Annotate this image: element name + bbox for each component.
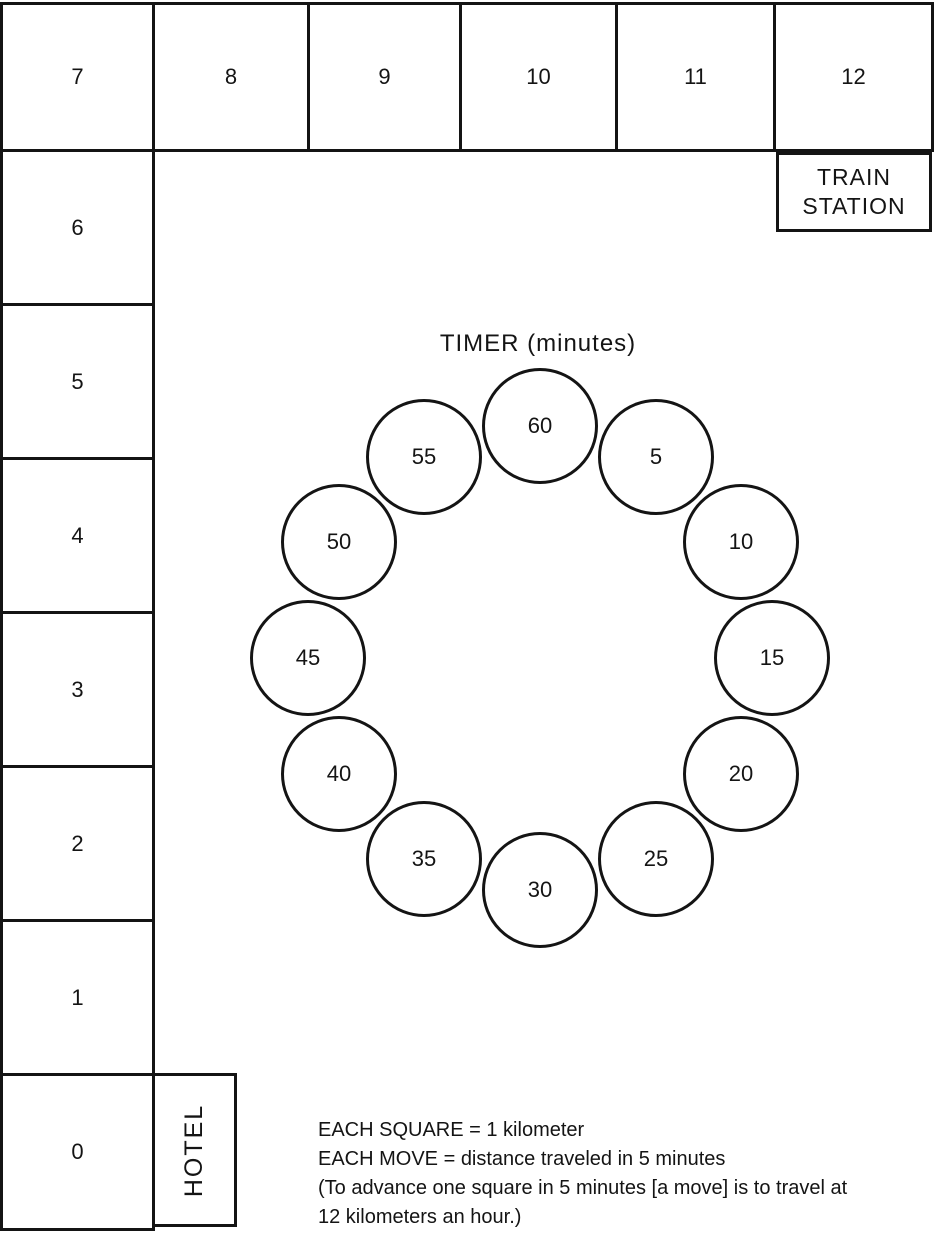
timer-circle-25: 25 (598, 801, 714, 917)
train-station-label-line2: STATION (802, 193, 906, 219)
hotel-label: HOTEL (180, 1103, 209, 1197)
legend-line-note-2: 12 kilometers an hour.) (318, 1206, 522, 1228)
track-square-11: 11 (615, 2, 776, 152)
track-square-5: 5 (0, 303, 155, 460)
legend-line-move: EACH MOVE = distance traveled in 5 minut… (318, 1148, 726, 1170)
timer-circle-10: 10 (683, 484, 799, 600)
track-square-10: 10 (459, 2, 618, 152)
track-square-6: 6 (0, 149, 155, 306)
legend-line-note-1: (To advance one square in 5 minutes [a m… (318, 1177, 848, 1199)
train-station-box: TRAIN STATION (776, 152, 932, 232)
track-square-1: 1 (0, 919, 155, 1076)
legend-line-square: EACH SQUARE = 1 kilometer (318, 1119, 585, 1141)
timer-circle-50: 50 (281, 484, 397, 600)
hotel-box: HOTEL (152, 1073, 237, 1227)
timer-circle-60: 60 (482, 368, 598, 484)
timer-circle-35: 35 (366, 801, 482, 917)
track-square-8: 8 (152, 2, 310, 152)
track-square-9: 9 (307, 2, 462, 152)
timer-circle-20: 20 (683, 716, 799, 832)
track-square-7: 7 (0, 2, 155, 152)
track-square-0: 0 (0, 1073, 155, 1231)
timer-circle-45: 45 (250, 600, 366, 716)
timer-circle-15: 15 (714, 600, 830, 716)
timer-circle-5: 5 (598, 399, 714, 515)
legend-block: EACH SQUARE = 1 kilometer EACH MOVE = di… (318, 1116, 918, 1232)
track-square-4: 4 (0, 457, 155, 614)
timer-title: TIMER (minutes) (439, 330, 637, 357)
timer-circle-55: 55 (366, 399, 482, 515)
track-square-2: 2 (0, 765, 155, 922)
train-station-label-line1: TRAIN (817, 164, 891, 190)
track-square-12: 12 (773, 2, 934, 152)
timer-circle-40: 40 (281, 716, 397, 832)
track-square-3: 3 (0, 611, 155, 768)
timer-circle-30: 30 (482, 832, 598, 948)
